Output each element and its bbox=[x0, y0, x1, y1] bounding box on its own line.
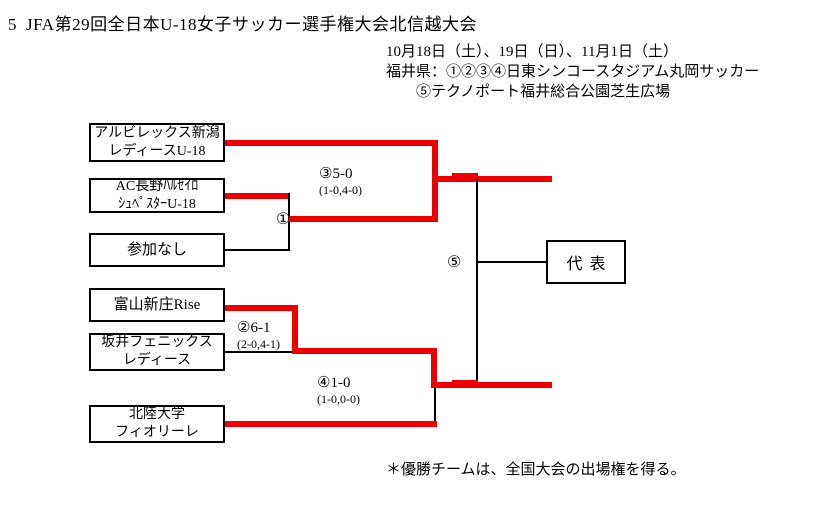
match-number: ⑤ bbox=[447, 254, 462, 271]
section-index: 5 bbox=[8, 15, 17, 34]
match-label-4: ④1-0 (1-0,0-0) bbox=[317, 375, 360, 407]
bracket-line-team2-to-m1 bbox=[225, 193, 290, 199]
team-name-line1: AC長野ﾊﾙｾｲﾛ bbox=[115, 178, 199, 194]
bracket-final-stub-upper bbox=[452, 173, 478, 179]
team-name-line2: ｼｭﾍﾟｽﾀｰU-18 bbox=[118, 196, 196, 212]
match-number: ② bbox=[237, 320, 251, 336]
team-box-3[interactable]: 参加なし bbox=[89, 233, 225, 267]
match-score: 1-0 bbox=[330, 375, 351, 391]
match-badge-5: ⑤ bbox=[447, 252, 461, 272]
match-sets: (1-0,0-0) bbox=[317, 392, 360, 406]
bracket-line-m4-to-final bbox=[431, 382, 552, 388]
bracket-line-m3-to-final bbox=[432, 176, 552, 182]
team-name-line2: フィオリーレ bbox=[115, 425, 199, 440]
match-sets: (1-0,4-0) bbox=[319, 183, 362, 197]
match-score: 5-0 bbox=[332, 166, 353, 182]
bracket-winner-m3-upper bbox=[432, 140, 438, 180]
team-name-line2: レディース bbox=[122, 353, 192, 368]
match-sets: (2-0,4-1) bbox=[237, 337, 280, 351]
page-title: 5 JFA第29回全日本U-18女子サッカー選手権大会北信越大会 bbox=[8, 10, 477, 35]
bracket-connector-m1 bbox=[288, 193, 290, 251]
bracket-winner-m4 bbox=[431, 348, 437, 388]
match-number: ① bbox=[276, 211, 291, 228]
footnote: ＊優勝チームは、全国大会の出場権を得る。 bbox=[386, 462, 686, 478]
representative-box: 代表 bbox=[546, 240, 626, 284]
bracket-line-final-to-rep bbox=[476, 261, 548, 263]
bracket-line-team6-to-m4 bbox=[225, 421, 437, 427]
bracket-line-team5-to-m2 bbox=[225, 351, 297, 353]
match-number: ③ bbox=[319, 166, 333, 182]
bracket-line-m2-to-m4 bbox=[292, 348, 437, 354]
bracket-winner-m2 bbox=[292, 305, 298, 353]
team-name-line1: 坂井フェニックス bbox=[101, 335, 213, 350]
representative-label: 代表 bbox=[566, 256, 613, 273]
match-number: ④ bbox=[317, 375, 331, 391]
team-name-line1: 北陸大学 bbox=[129, 407, 185, 422]
bracket-line-team4-to-m2 bbox=[225, 305, 298, 311]
bracket-line-m1-to-m3 bbox=[288, 216, 438, 222]
bracket-final-stub-lower bbox=[452, 380, 478, 386]
team-box-6[interactable]: 北陸大学 フィオリーレ bbox=[89, 405, 225, 443]
team-name-line1: 富山新庄Rise bbox=[113, 297, 201, 313]
team-name-line2: レディースU-18 bbox=[108, 143, 206, 159]
team-name-line1: 参加なし bbox=[126, 242, 187, 258]
bracket-connector-final bbox=[476, 176, 478, 386]
team-box-5[interactable]: 坂井フェニックス レディース bbox=[89, 333, 225, 371]
bracket-line-team1-to-m3 bbox=[225, 140, 438, 146]
tournament-venue-line2: ⑤テクノポート福井総合公園芝生広場 bbox=[416, 84, 671, 100]
match-label-2: ②6-1 (2-0,4-1) bbox=[237, 320, 280, 352]
tournament-dates: 10月18日（土）、19日（日）、11月1日（土） bbox=[386, 44, 678, 60]
match-badge-1: ① bbox=[276, 209, 290, 229]
team-box-4[interactable]: 富山新庄Rise bbox=[89, 288, 225, 322]
tournament-title: JFA第29回全日本U-18女子サッカー選手権大会北信越大会 bbox=[26, 15, 478, 34]
match-score: 6-1 bbox=[250, 320, 271, 336]
team-name-line1: アルビレックス新潟 bbox=[94, 125, 220, 141]
bracket-winner-m3-lower bbox=[432, 180, 438, 220]
bracket-line-team3-to-m1 bbox=[225, 249, 290, 251]
match-label-3: ③5-0 (1-0,4-0) bbox=[319, 166, 362, 198]
tournament-meta: 10月18日（土）、19日（日）、11月1日（土） 福井県：①②③④日東シンコー… bbox=[386, 42, 759, 102]
team-box-1[interactable]: アルビレックス新潟 レディースU-18 bbox=[89, 123, 225, 162]
team-box-2[interactable]: AC長野ﾊﾙｾｲﾛ ｼｭﾍﾟｽﾀｰU-18 bbox=[89, 178, 225, 213]
tournament-venue-line1: 福井県：①②③④日東シンコースタジアム丸岡サッカー bbox=[386, 64, 760, 80]
